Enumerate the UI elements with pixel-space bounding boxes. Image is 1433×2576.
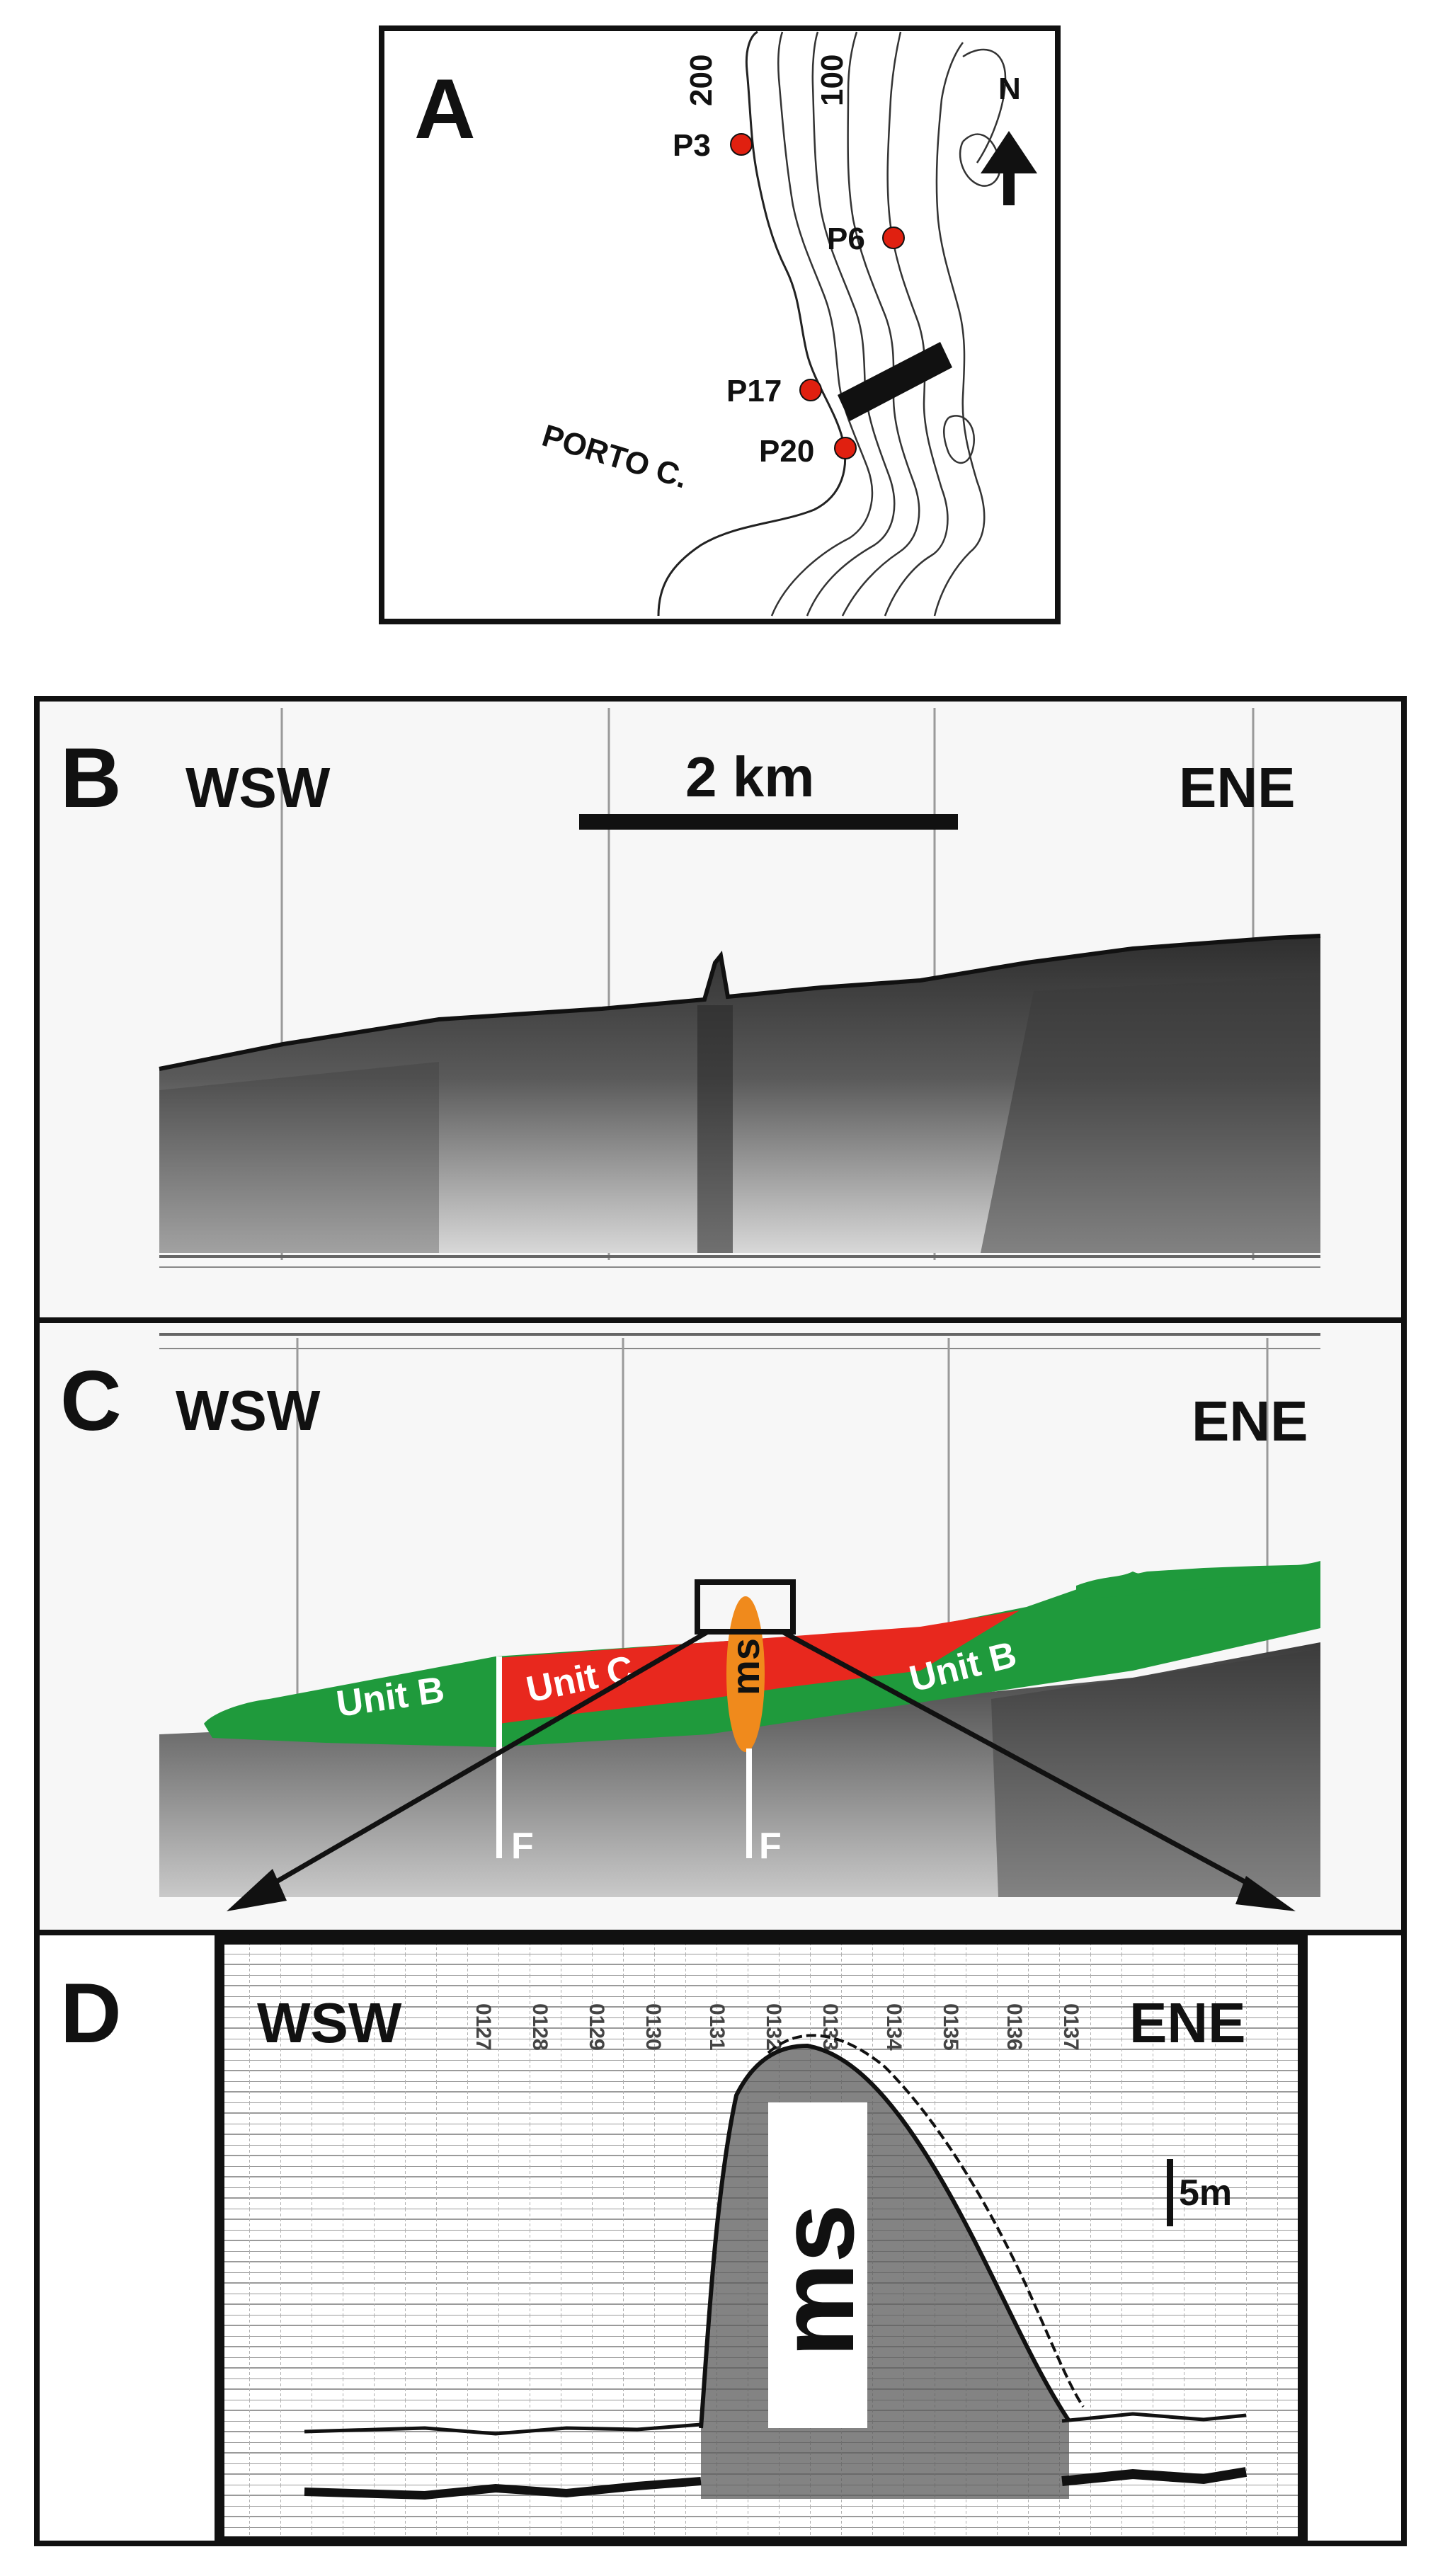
panel-b-left-direction: WSW	[185, 756, 331, 819]
tick-label: 0133	[818, 2003, 842, 2051]
panel-c-interpretation: ms F F Unit B Unit C Unit B C WSW ENE	[34, 1317, 1407, 1935]
ms-label-d: ms	[757, 2204, 876, 2357]
tick-label: 0137	[1059, 2003, 1083, 2051]
scale-bar	[579, 814, 958, 830]
station-label: P17	[726, 374, 782, 408]
panel-a-letter: A	[414, 62, 476, 156]
contour-label-200: 200	[684, 55, 719, 106]
vertical-scale: 5m	[1167, 2159, 1232, 2226]
panel-b-scale-label: 2 km	[685, 745, 814, 808]
panel-d-left-direction: WSW	[257, 1991, 402, 2054]
station-p17: P17	[726, 374, 822, 408]
tick-label: 0129	[585, 2003, 608, 2051]
tick-label: 0134	[882, 2003, 906, 2051]
station-label: P3	[673, 128, 711, 163]
panel-c-letter: C	[60, 1353, 122, 1448]
tick-labels: 0127 0128 0129 0130 0131 0132 0133 0134 …	[472, 2003, 1083, 2051]
panel-a-map: A 200 100 N P3 P6	[379, 25, 1061, 624]
tick-label: 0135	[939, 2003, 962, 2051]
tick-label: 0131	[705, 2003, 729, 2051]
station-label: P6	[827, 222, 865, 256]
panel-d-right-direction: ENE	[1129, 1991, 1246, 2054]
north-arrow: N	[981, 71, 1037, 205]
fault-label-right: F	[759, 1826, 782, 1867]
ms-body	[726, 1596, 765, 1752]
profile-location-bar	[838, 342, 952, 421]
panel-c-left-direction: WSW	[176, 1379, 321, 1442]
ms-label-c: ms	[723, 1638, 767, 1695]
fault-label-left: F	[511, 1826, 534, 1867]
tick-label: 0127	[472, 2003, 495, 2051]
panel-b-profile: B WSW ENE 2 km	[34, 696, 1407, 1323]
station-p3: P3	[673, 128, 753, 163]
coastline	[657, 30, 847, 617]
tick-label: 0130	[641, 2003, 665, 2051]
panel-b-letter: B	[60, 731, 122, 825]
vertical-scale-label: 5m	[1179, 2173, 1232, 2214]
panel-c-right-direction: ENE	[1192, 1390, 1308, 1453]
station-p20: P20	[759, 434, 857, 469]
tick-label: 0128	[528, 2003, 552, 2051]
panel-d-letter: D	[60, 1966, 122, 2061]
panel-d-detail: 0127 0128 0129 0130 0131 0132 0133 0134 …	[34, 1930, 1407, 2546]
north-label: N	[998, 71, 1021, 106]
panel-b-right-direction: ENE	[1179, 756, 1296, 819]
zoom-box	[695, 1579, 796, 1635]
station-p6: P6	[827, 222, 905, 256]
station-label: P20	[759, 434, 814, 469]
tick-label: 0136	[1003, 2003, 1026, 2051]
contour-label-100: 100	[815, 55, 850, 106]
